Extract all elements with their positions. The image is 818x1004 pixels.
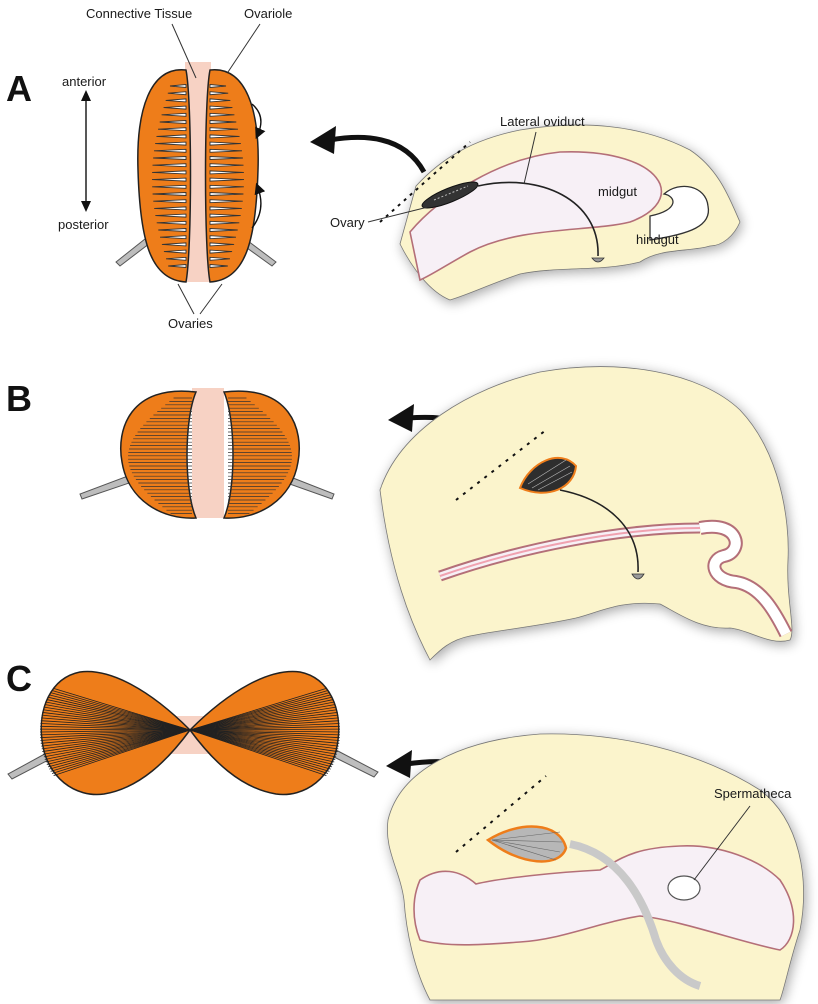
right-ovary-c [190,672,340,795]
panel-b: B [6,367,792,660]
right-ovary-b [224,391,299,518]
spermatheca-label: Spermatheca [714,786,792,801]
connective-tissue-b [192,388,224,518]
spermatheca-c [668,876,700,900]
connective-tissue-label: Connective Tissue [86,6,192,21]
panel-b-label: B [6,378,32,419]
hindgut-label: hindgut [636,232,679,247]
anterior-posterior-axis [81,90,91,212]
anterior-label: anterior [62,74,107,89]
lateral-oviduct-label: Lateral oviduct [500,114,585,129]
panel-a-magnify-arrow [330,137,424,172]
panel-a-label: A [6,68,32,109]
left-ovary-b [121,391,196,518]
posterior-label: posterior [58,217,109,232]
abdomen-b [380,367,792,660]
panel-a: A anterior posterior Connecti [6,6,740,331]
ovary-label: Ovary [330,215,365,230]
left-ovary-c [40,672,190,795]
panel-c-label: C [6,658,32,699]
panel-c: C Spermatheca [6,658,804,1000]
midgut-label: midgut [598,184,637,199]
left-ovary-a [138,70,191,282]
ovariole-label: Ovariole [244,6,292,21]
ovaries-label: Ovaries [168,316,213,331]
